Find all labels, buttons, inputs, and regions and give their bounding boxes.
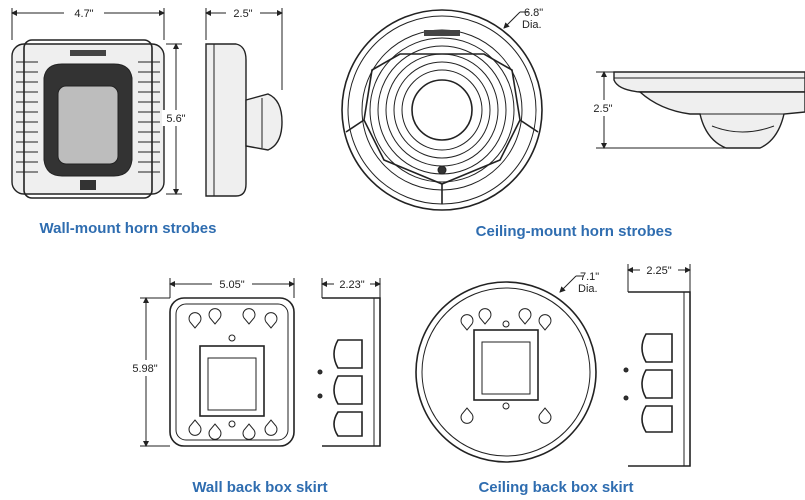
- wall-strobe-height-dimension: 5.6": [162, 43, 190, 195]
- ceiling-skirt-side-view: [623, 291, 691, 467]
- wall-strobes-caption: Wall-mount horn strobes: [40, 220, 217, 237]
- ceiling-strobe-diameter-dimension: 6.8" Dia.: [503, 7, 543, 31]
- wall-strobe-front-view: [11, 39, 165, 199]
- ceiling-skirt-diameter-dimension: 7.1" Dia.: [559, 271, 599, 295]
- ceiling-skirt-top-view: [415, 281, 597, 463]
- ceiling-strobes-caption: Ceiling-mount horn strobes: [476, 223, 673, 240]
- wall-strobe-height-label: 5.6": [166, 113, 185, 125]
- ceiling-strobe-depth-dimension: 2.5": [588, 71, 726, 149]
- ceiling-strobe-side-view: [613, 71, 805, 149]
- wall-skirt-width-label: 5.05": [219, 279, 244, 291]
- wall-strobe-depth-dimension: 2.5": [205, 6, 283, 90]
- ceiling-strobe-top-view: [341, 9, 543, 211]
- wall-skirt-caption: Wall back box skirt: [192, 479, 327, 496]
- ceiling-skirt-depth-dimension: 2.25": [627, 263, 691, 292]
- ceiling-strobe-depth-label: 2.5": [593, 103, 612, 115]
- wall-strobe-depth-label: 2.5": [233, 8, 252, 20]
- ceiling-skirt-diameter-suffix: Dia.: [578, 283, 598, 295]
- wall-skirt-depth-dimension: 2.23": [321, 277, 381, 298]
- ceiling-skirt-diameter-label: 7.1": [580, 271, 599, 283]
- wall-strobe-width-label: 4.7": [74, 8, 93, 20]
- wall-skirt-height-dimension: 5.98": [126, 297, 170, 447]
- ceiling-strobe-diameter-suffix: Dia.: [522, 19, 542, 31]
- wall-skirt-width-dimension: 5.05": [169, 277, 295, 298]
- wall-strobe-side-view: [205, 43, 283, 197]
- wall-skirt-depth-label: 2.23": [339, 279, 364, 291]
- wall-skirt-height-label: 5.98": [132, 363, 157, 375]
- ceiling-skirt-depth-label: 2.25": [646, 265, 671, 277]
- wall-skirt-front-view: [169, 297, 295, 447]
- ceiling-strobe-diameter-label: 6.8": [524, 7, 543, 19]
- wall-skirt-side-view: [317, 297, 381, 447]
- wall-strobe-width-dimension: 4.7": [11, 6, 165, 40]
- ceiling-skirt-caption: Ceiling back box skirt: [478, 479, 633, 496]
